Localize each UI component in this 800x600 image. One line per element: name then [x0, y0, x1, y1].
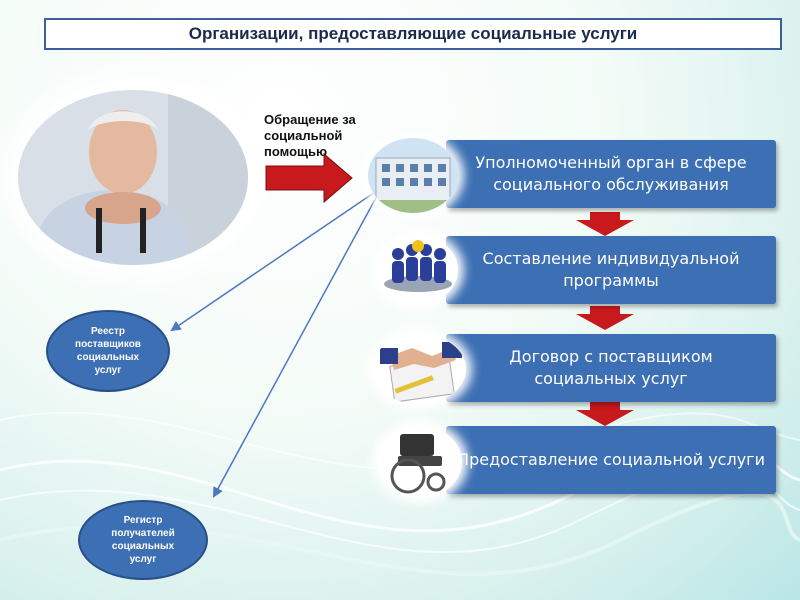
down-arrow-2: [576, 306, 634, 330]
page-title: Организации, предоставляющие социальные …: [44, 18, 782, 50]
providers-register-label: Реестр поставщиков социальных услуг: [75, 326, 141, 376]
step-service-provision: Предоставление социальной услуги: [446, 426, 776, 494]
step-authorized-body: Уполномоченный орган в сфере социального…: [446, 140, 776, 208]
down-arrow-3: [576, 402, 634, 426]
step-individual-program: Составление индивидуальной программы: [446, 236, 776, 304]
building-icon: [368, 138, 458, 213]
request-arrow: [265, 152, 353, 204]
team-figures-icon: [378, 236, 458, 304]
handshake-contract-icon: [372, 334, 466, 404]
providers-register-oval: Реестр поставщиков социальных услуг: [46, 310, 170, 392]
down-arrow-1: [576, 212, 634, 236]
recipients-register-label: Регистр получателей социальных услуг: [111, 515, 175, 565]
wheelchair-icon: [378, 426, 462, 498]
recipients-register-oval: Регистр получателей социальных услуг: [78, 500, 208, 580]
step-contract: Договор с поставщиком социальных услуг: [446, 334, 776, 402]
elderly-man-photo: [18, 90, 248, 265]
request-label: Обращение за социальной помощью: [264, 112, 356, 159]
